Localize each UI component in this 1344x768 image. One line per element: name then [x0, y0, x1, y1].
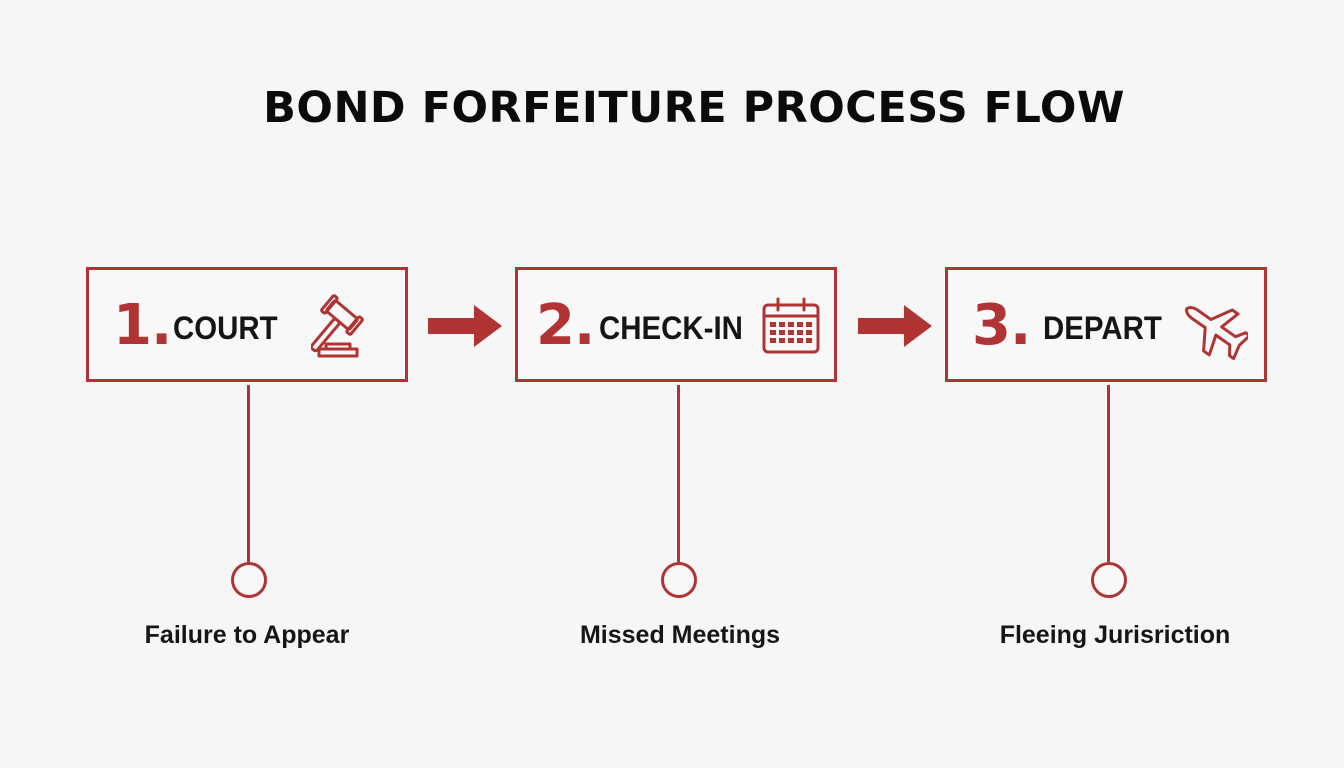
airplane-icon — [1185, 305, 1248, 360]
step-number: 1. — [113, 293, 172, 358]
outcome-label: Missed Meetings — [579, 621, 781, 649]
flow-arrow — [858, 305, 932, 347]
step-number: 3. — [972, 293, 1031, 358]
step-label: DEPART — [1043, 310, 1162, 346]
outcome-label: Fleeing Jurisriction — [999, 621, 1231, 649]
step-label: COURT — [173, 310, 278, 346]
step-label: CHECK-IN — [599, 310, 743, 346]
calendar-icon — [762, 297, 820, 354]
connector-line — [677, 385, 680, 562]
step-box-depart: 3. DEPART — [945, 267, 1267, 382]
gavel-icon — [311, 294, 364, 358]
outcome-label: Failure to Appear — [144, 621, 350, 649]
step-box-check-in: 2. CHECK-IN — [515, 267, 837, 382]
step-number: 2. — [536, 293, 595, 358]
step-box-court: 1. COURT — [86, 267, 408, 382]
outcome-node — [1091, 562, 1127, 598]
diagram-title: BOND FORFEITURE PROCESS FLOW — [263, 83, 1125, 133]
connector-line — [1107, 385, 1110, 562]
outcome-node — [661, 562, 697, 598]
outcome-node — [231, 562, 267, 598]
connector-line — [247, 385, 250, 562]
flow-arrow — [428, 305, 502, 347]
